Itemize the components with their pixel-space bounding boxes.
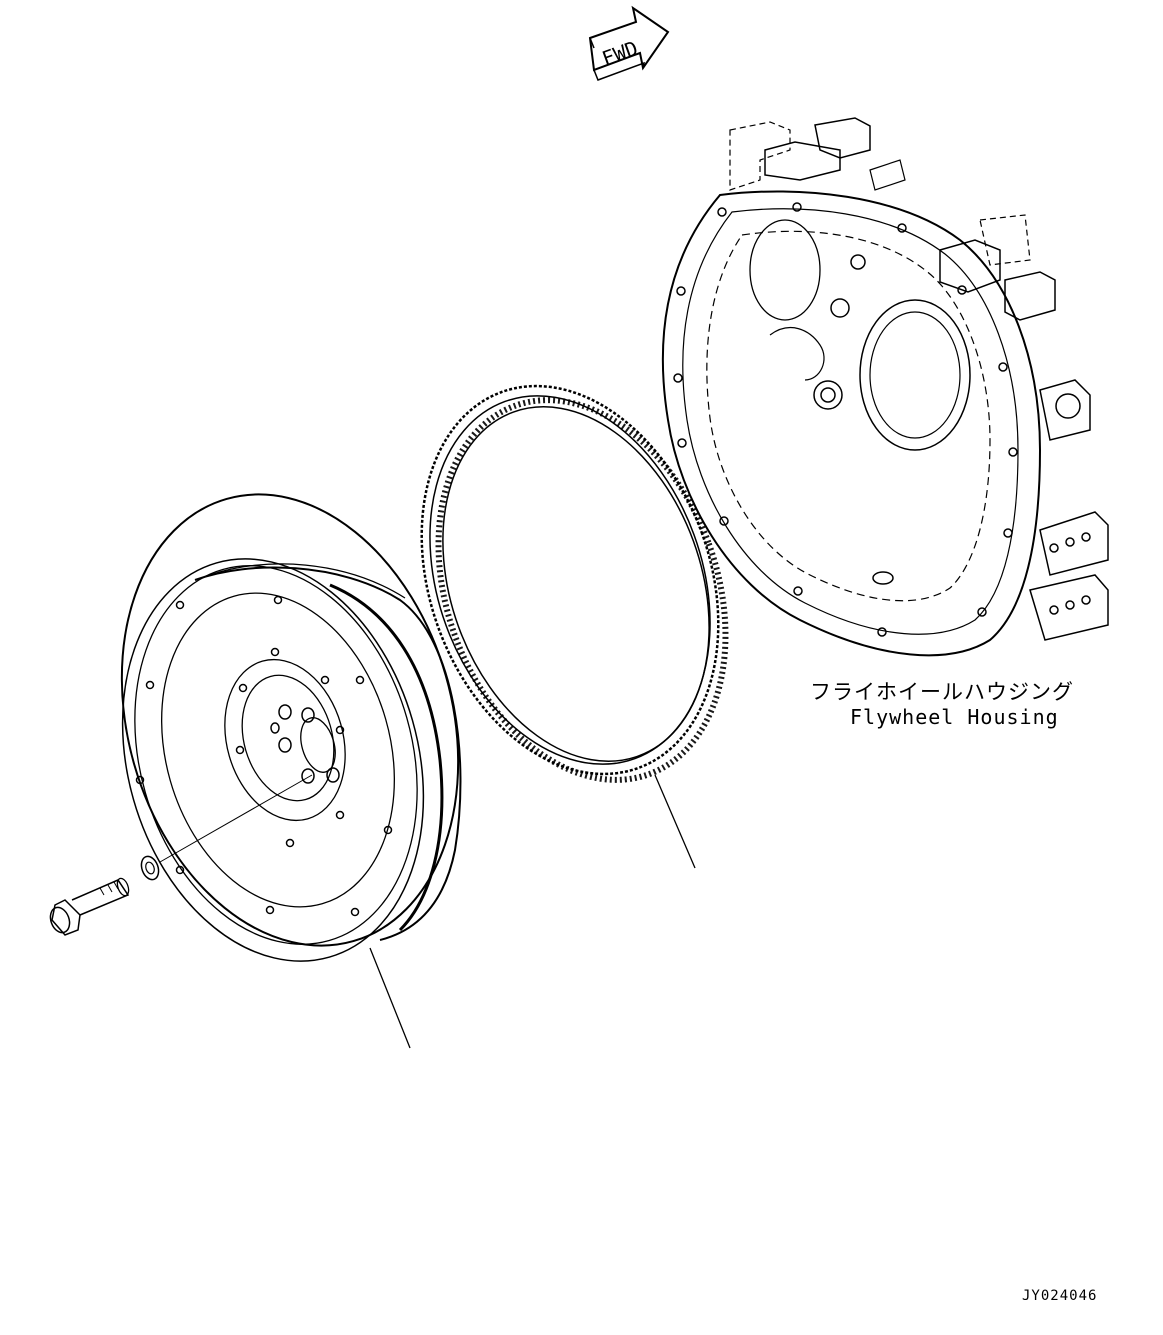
flywheel-bolt [49,877,130,936]
flywheel-housing-label-en: Flywheel Housing [850,705,1059,729]
fwd-arrow-label: FWD [599,36,641,71]
flywheel [120,493,462,1049]
flywheel-housing-label-jp: フライホイールハウジング [810,680,1074,704]
reference-code: JY024046 [1022,1288,1098,1304]
forward-arrow-icon: FWD [588,5,670,81]
flywheel-housing [661,117,1109,657]
flywheel-leader-line [369,947,411,1049]
ring-gear [420,384,729,869]
bolt-alignment-line [159,774,313,863]
washer [140,855,160,881]
ring-gear-leader-line [654,774,696,869]
